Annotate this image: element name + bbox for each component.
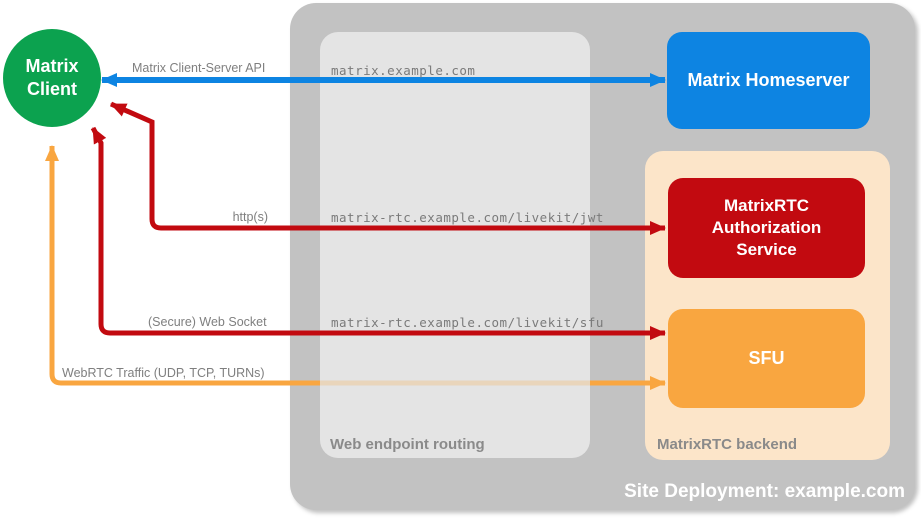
matrix-homeserver-node: Matrix Homeserver [667, 32, 870, 129]
endpoint-livekit-sfu: matrix-rtc.example.com/livekit/sfu [331, 315, 604, 330]
https-edge-label: http(s) [232, 210, 268, 224]
matrix-client-node: Matrix Client [3, 29, 101, 127]
site-deployment-caption: Site Deployment: example.com [624, 481, 905, 502]
matrixrtc-backend-caption: MatrixRTC backend [657, 436, 798, 453]
client-server-api-edge-label: Matrix Client-Server API [132, 61, 266, 75]
web-endpoint-routing-container [320, 32, 590, 458]
arrow-webrtc [45, 145, 320, 386]
matrix-homeserver-label: Matrix Homeserver [687, 69, 850, 90]
sfu-node: SFU [668, 309, 865, 408]
web-endpoint-routing-caption: Web endpoint routing [330, 436, 485, 453]
webrtc-edge-label: WebRTC Traffic (UDP, TCP, TURNs) [62, 366, 265, 380]
matrixrtc-auth-service-node: MatrixRTC Authorization Service [668, 178, 865, 278]
sfu-label: SFU [748, 347, 785, 368]
endpoint-matrix-domain: matrix.example.com [331, 63, 476, 78]
matrixrtc-auth-service-label: MatrixRTC Authorization Service [711, 195, 822, 260]
matrix-client-label: Matrix Client [25, 55, 79, 99]
endpoint-livekit-jwt: matrix-rtc.example.com/livekit/jwt [331, 210, 604, 225]
websocket-edge-label: (Secure) Web Socket [148, 315, 267, 329]
